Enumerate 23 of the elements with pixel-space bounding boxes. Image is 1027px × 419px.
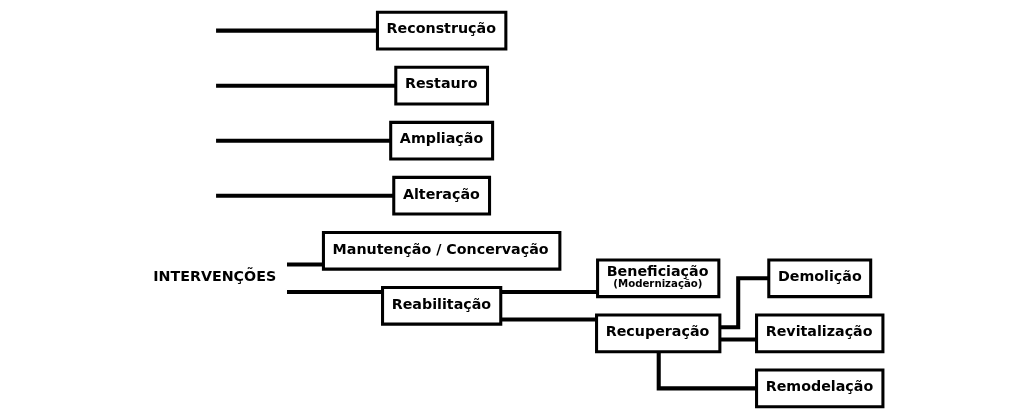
connector: [720, 276, 769, 330]
connector: [720, 337, 757, 342]
connector: [500, 290, 598, 295]
node-box: Reconstrução: [375, 10, 508, 51]
node-box: Recuperação: [595, 313, 722, 354]
node-box: Beneficiação (Modernização): [596, 258, 721, 299]
node-box: Ampliação: [389, 120, 495, 161]
connector: [287, 290, 383, 295]
connector: [216, 28, 378, 33]
node-box: Restauro: [394, 65, 490, 106]
node-box: Manutenção / Concervação: [321, 230, 562, 271]
node-text: INTERVENÇÕES: [153, 268, 277, 285]
connector: [287, 262, 324, 267]
connector: [656, 351, 757, 391]
node-box: Alteração: [392, 175, 492, 216]
connector: [216, 193, 394, 198]
connector: [500, 317, 597, 322]
node-box: Remodelação: [755, 368, 885, 409]
node-box: Revitalização: [755, 313, 885, 354]
connector: [216, 83, 396, 88]
node-box: Demolição: [767, 258, 873, 299]
connector: [216, 138, 391, 143]
node-box: Reabilitação: [381, 285, 503, 326]
